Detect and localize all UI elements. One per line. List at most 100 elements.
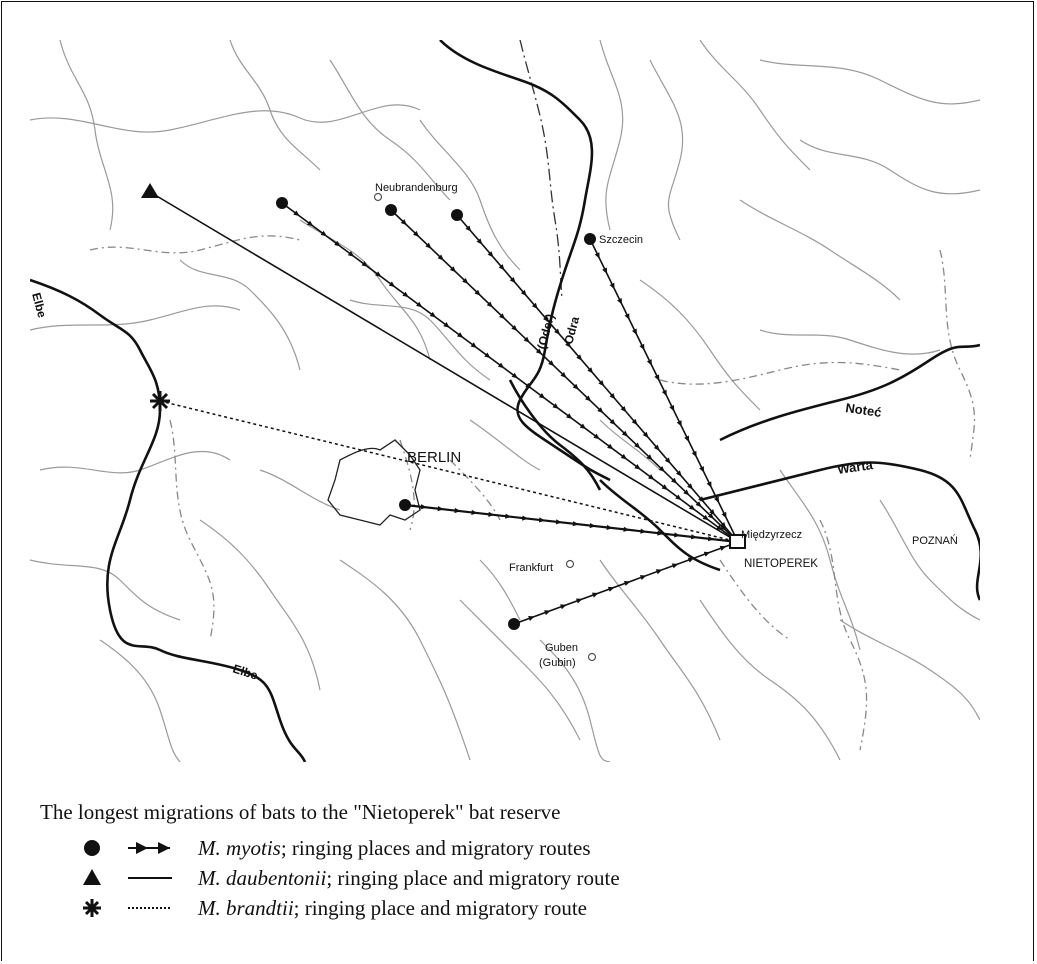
major-rivers — [30, 40, 980, 762]
route-arrowhead — [443, 322, 450, 328]
route-arrowhead — [498, 264, 505, 271]
route-arrowhead — [388, 281, 396, 288]
route-arrowhead — [543, 315, 549, 322]
route-arrowhead — [674, 532, 681, 538]
legend-row-daubentonii: M. daubentonii; ringing place and migrat… — [40, 866, 840, 892]
route-arrowhead — [474, 289, 481, 296]
route-arrowhead — [671, 563, 679, 569]
route-arrowhead — [566, 413, 573, 419]
route-arrowhead — [413, 230, 420, 237]
town-markers — [373, 192, 597, 662]
route-arrowhead — [707, 512, 714, 520]
route-arrowhead — [631, 328, 637, 336]
route-arrowhead — [716, 524, 723, 531]
route-arrowhead — [437, 254, 444, 261]
route-arrowhead — [607, 586, 615, 592]
route-arrowhead — [429, 311, 437, 318]
label-berlin: BERLIN — [407, 449, 461, 466]
route-arrowhead — [623, 580, 631, 586]
ringing-place-circle — [508, 618, 520, 630]
route-arrowhead — [488, 511, 495, 517]
minor-rivers — [30, 40, 980, 762]
route-arrowhead — [454, 507, 461, 514]
route-myotis-3 — [456, 214, 739, 543]
route-arrowhead — [709, 509, 716, 516]
ringing-place-circle — [399, 499, 411, 511]
ringing-place-triangle — [141, 183, 159, 198]
label-elbe-bottom: Elbe — [231, 662, 260, 683]
route-arrowhead — [293, 210, 300, 217]
route-arrowhead — [523, 336, 530, 343]
route-arrowhead — [572, 521, 579, 527]
route-arrowhead — [661, 484, 669, 490]
route-arrowhead — [476, 238, 483, 245]
route-arrowhead — [687, 483, 693, 490]
route-arrowhead — [425, 242, 432, 249]
route-arrowhead — [684, 435, 690, 443]
route-arrowhead — [634, 464, 641, 470]
route-arrowhead — [621, 430, 628, 437]
route-arrowhead — [511, 372, 518, 379]
route-arrowhead — [631, 418, 638, 426]
route-arrowhead — [320, 230, 327, 237]
route-arrowhead — [585, 395, 592, 402]
route-arrowhead — [565, 341, 572, 348]
route-arrowhead — [560, 604, 567, 610]
route-arrowhead — [521, 515, 529, 521]
route-arrowhead — [720, 524, 727, 531]
routes — [149, 191, 739, 625]
legend-text-myotis: ; ringing places and migratory routes — [280, 836, 591, 860]
route-arrowhead — [609, 282, 615, 290]
route-arrowhead — [591, 592, 599, 598]
label-nietoperek: NIETOPEREK — [744, 558, 818, 570]
route-arrowhead — [642, 431, 649, 438]
ringing-place-circle — [276, 197, 288, 209]
route-arrowhead — [602, 267, 608, 275]
route-arrowhead — [639, 575, 647, 581]
route-arrowhead — [670, 477, 678, 484]
route-arrowhead — [648, 474, 655, 480]
route-arrowhead — [707, 536, 715, 542]
route-arrowhead — [361, 261, 368, 267]
route-arrowhead — [676, 420, 682, 427]
route-arrowhead — [606, 524, 613, 531]
route-arrowhead — [400, 219, 407, 226]
legend-species-myotis: M. myotis — [198, 836, 281, 860]
route-arrowhead — [560, 371, 567, 378]
route-arrowhead — [593, 433, 600, 440]
route-brandtii — [159, 400, 739, 543]
label-poznan: POZNAŃ — [912, 534, 958, 547]
route-arrowhead — [579, 423, 587, 430]
route-arrowhead — [702, 514, 709, 521]
route-arrowhead — [576, 598, 583, 604]
label-elbe-top: Elbe — [29, 291, 49, 319]
route-arrowhead — [509, 277, 516, 284]
label-odra: Odra — [561, 315, 582, 346]
route-arrowhead — [706, 481, 712, 488]
route-arrowhead — [691, 450, 697, 458]
route-arrowhead — [703, 551, 711, 557]
berlin-outline — [327, 439, 421, 526]
route-arrowhead — [695, 501, 702, 508]
label-oder: (Oder) — [534, 312, 557, 350]
route-arrowhead — [347, 251, 355, 257]
route-arrowhead — [375, 271, 382, 277]
route-arrowhead — [531, 302, 538, 310]
ringing-places — [141, 183, 596, 630]
route-arrowhead — [607, 443, 614, 450]
route-arrowhead — [653, 444, 660, 451]
route-arrowhead — [690, 534, 698, 540]
route-arrowhead — [699, 466, 705, 473]
route-arrowhead — [675, 494, 682, 501]
label-miedzyrzecz: Międzyrzecz — [741, 529, 802, 541]
route-arrowhead — [609, 418, 616, 425]
route-arrowhead — [528, 616, 535, 621]
place-labels: Neubrandenburg Szczecin BERLIN Międzyrze… — [375, 182, 958, 669]
route-daubentonii — [149, 191, 739, 543]
route-arrowhead — [555, 519, 563, 525]
label-notec: Noteć — [845, 400, 883, 420]
ringing-place-circle — [451, 209, 463, 221]
route-arrowhead — [609, 393, 616, 400]
